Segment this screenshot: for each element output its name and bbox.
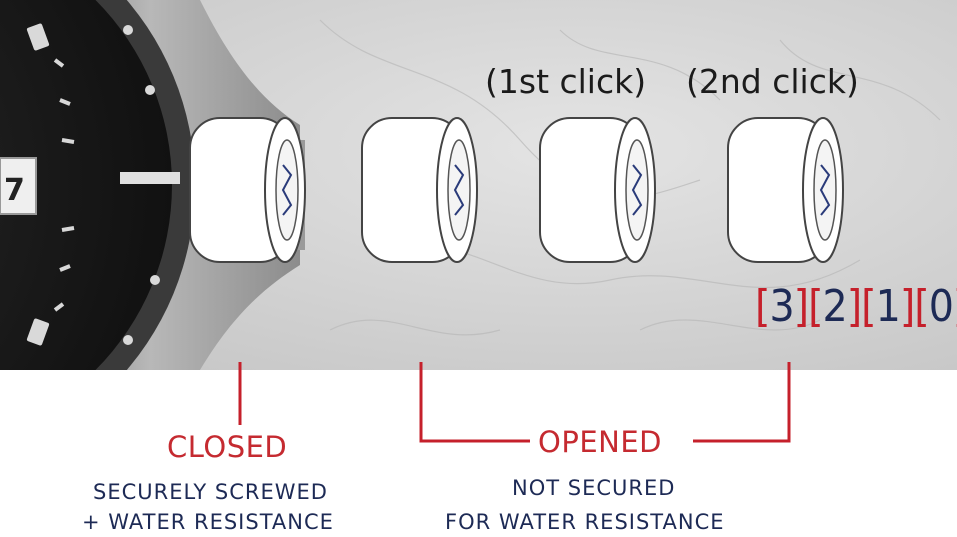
opened-desc-line2: FOR WATER RESISTANCE: [445, 510, 725, 534]
crown-position-3: [727, 117, 844, 263]
watch-photo: 7: [0, 0, 957, 370]
closed-desc-line1: SECURELY SCREWED: [93, 480, 328, 504]
position-number: 3: [769, 281, 794, 332]
closed-title: CLOSED: [167, 430, 288, 464]
first-click-label: (1st click): [485, 62, 647, 101]
watch-case: 7: [0, 0, 300, 370]
position-number: 1: [875, 281, 901, 332]
second-click-label: (2nd click): [686, 62, 859, 101]
position-number: 2: [822, 281, 848, 332]
crown-closed: [189, 117, 306, 263]
crown-position-indicator: [3][2][1][0]: [755, 281, 957, 332]
closed-desc-line2: + WATER RESISTANCE: [82, 510, 334, 534]
opened-connector-left: [419, 362, 530, 443]
crown-position-2: [539, 117, 656, 263]
position-number: 0: [928, 281, 954, 332]
crown-position-1: [361, 117, 478, 263]
opened-connector-right: [693, 362, 791, 443]
opened-title: OPENED: [538, 425, 662, 459]
crown-positions-illustration: 7: [0, 0, 941, 370]
opened-desc-line1: NOT SECURED: [512, 476, 676, 500]
svg-text:7: 7: [4, 173, 25, 208]
